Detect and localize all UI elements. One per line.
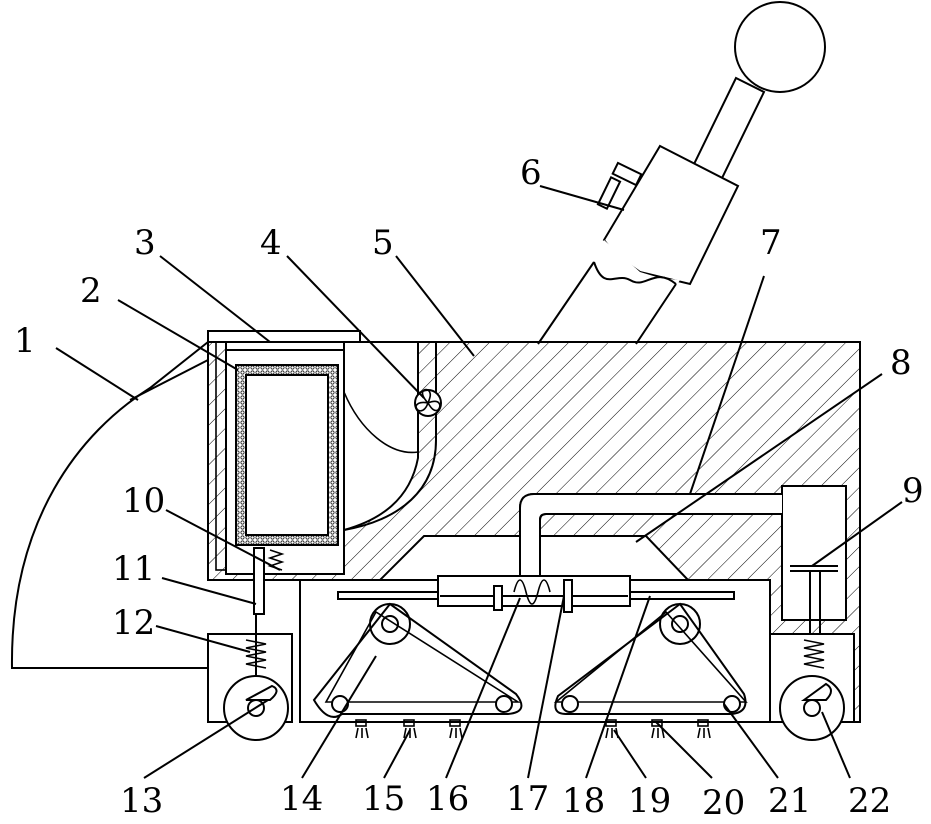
label-4: 4 (260, 223, 282, 263)
lower-chamber (300, 576, 770, 738)
label-21: 21 (768, 781, 811, 821)
label-2: 2 (80, 271, 102, 311)
label-15: 15 (362, 779, 405, 819)
label-18: 18 (562, 781, 605, 821)
label-3: 3 (134, 223, 156, 263)
piston-cylinder (782, 486, 846, 620)
label-6: 6 (520, 153, 542, 193)
label-14: 14 (280, 779, 323, 819)
chamber-lid (208, 331, 360, 342)
handle-knob (735, 2, 825, 92)
label-11: 11 (112, 549, 155, 589)
label-10: 10 (122, 481, 165, 521)
label-7: 7 (760, 223, 782, 263)
label-19: 19 (628, 781, 671, 821)
filter-chamber (130, 331, 360, 614)
label-13: 13 (120, 781, 163, 821)
label-20: 20 (702, 783, 745, 823)
label-22: 22 (848, 781, 891, 821)
label-5: 5 (372, 223, 394, 263)
handle-assembly (538, 2, 825, 344)
right-wheel-assembly (770, 634, 854, 740)
label-8: 8 (890, 343, 912, 383)
curved-guard (12, 342, 208, 668)
left-wheel-assembly (208, 614, 292, 740)
label-17: 17 (506, 779, 549, 819)
label-12: 12 (112, 603, 155, 643)
label-9: 9 (902, 471, 924, 511)
label-16: 16 (426, 779, 469, 819)
label-1: 1 (14, 321, 36, 361)
